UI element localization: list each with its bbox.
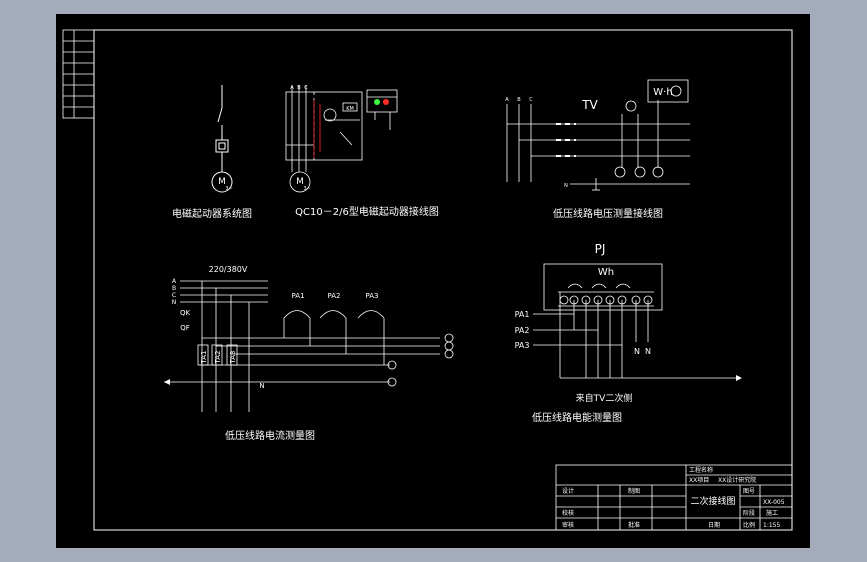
current-ta3-label: TA3 — [229, 351, 237, 365]
qc10-motor-sub: 3~ — [303, 186, 310, 192]
qc10-coil-label: KM — [346, 106, 354, 112]
motor-start-motor-label: M — [218, 177, 226, 187]
qc10-phase-a: A — [290, 85, 294, 91]
title-block-unit: 工程名称 — [689, 466, 713, 474]
title-block — [555, 464, 793, 531]
energy-pa1-label: PA1 — [515, 310, 530, 319]
voltage-phase-a: A — [505, 97, 509, 103]
title-block-stage: 施工 — [766, 509, 778, 517]
title-block-col-1: 制图 — [628, 487, 640, 495]
current-measure-diagram — [164, 280, 454, 412]
voltage-measure-diagram — [506, 79, 690, 191]
current-phase-c: C — [172, 292, 176, 299]
voltage-phase-b: B — [517, 97, 521, 103]
current-measure-title: 低压线路电流测量图 — [225, 429, 315, 442]
title-block-date-label: 日期 — [708, 521, 720, 529]
title-block-drawing-no-label: 图号 — [743, 488, 755, 495]
current-n-label: N — [259, 382, 264, 390]
title-block-design-unit: XX设计研究院 — [718, 476, 756, 484]
title-block-drawing-name: 二次接线图 — [690, 495, 735, 507]
qc10-phase-c: C — [304, 85, 308, 91]
title-block-project: XX项目 — [689, 477, 709, 484]
qc10-green-indicator — [374, 99, 380, 105]
qc10-title: QC10－2/6型电磁起动器接线图 — [295, 205, 439, 218]
current-pa3-label: PA3 — [365, 292, 378, 300]
qc10-motor-label: M — [296, 177, 304, 187]
motor-start-diagram — [211, 85, 233, 193]
current-phase-a: A — [172, 278, 177, 285]
current-qf-label: QF — [180, 324, 190, 332]
voltage-wh-label: W·h — [653, 87, 672, 98]
title-block-stage-label: 阶段 — [743, 509, 755, 517]
voltage-tv-label: TV — [581, 98, 598, 112]
title-block-drawing-no: XX-005 — [763, 499, 785, 506]
energy-measure-diagram — [533, 263, 738, 379]
voltage-n-label: N — [564, 183, 568, 189]
current-ta1-label: TA1 — [200, 351, 208, 365]
current-pa1-label: PA1 — [291, 292, 304, 300]
title-block-col-2: 批准 — [628, 521, 640, 529]
drawing-frame — [93, 29, 793, 531]
energy-pj-label: PJ — [595, 242, 606, 256]
title-block-scale: 1:155 — [763, 522, 780, 529]
current-arrow-head — [164, 379, 170, 385]
qc10-red-indicator — [383, 99, 389, 105]
energy-wh-label: Wh — [598, 267, 614, 278]
voltage-measure-title: 低压线路电压测量接线图 — [553, 207, 663, 220]
energy-measure-title: 低压线路电能测量图 — [532, 411, 622, 424]
title-block-row-2: 校核 — [562, 509, 574, 517]
title-block-row-3: 审核 — [562, 521, 574, 529]
title-block-row-1: 设计 — [562, 487, 574, 495]
motor-start-motor-sub: 3~ — [225, 186, 232, 192]
motor-start-title: 电磁起动器系统图 — [172, 207, 252, 220]
current-phase-n: N — [172, 299, 177, 306]
energy-pa2-label: PA2 — [515, 326, 530, 335]
current-pa2-label: PA2 — [327, 292, 340, 300]
title-block-scale-label: 比例 — [743, 521, 755, 529]
energy-pa3-label: PA3 — [515, 341, 530, 350]
voltage-phase-c: C — [529, 97, 533, 103]
current-phase-b: B — [172, 285, 176, 292]
current-ta2-label: TA2 — [214, 351, 222, 365]
energy-n-label-1: N — [634, 347, 640, 356]
energy-n-label-2: N — [645, 347, 651, 356]
energy-arrow-head — [736, 375, 742, 381]
energy-bottom-label: 来自TV二次侧 — [576, 392, 633, 404]
current-qk-label: QK — [180, 309, 191, 317]
qc10-phase-b: B — [297, 85, 301, 91]
voltage-measure-dashes — [556, 123, 576, 157]
qc10-red-wires — [313, 100, 321, 158]
current-voltage-label: 220/380V — [209, 265, 248, 274]
revision-strip — [62, 29, 95, 119]
